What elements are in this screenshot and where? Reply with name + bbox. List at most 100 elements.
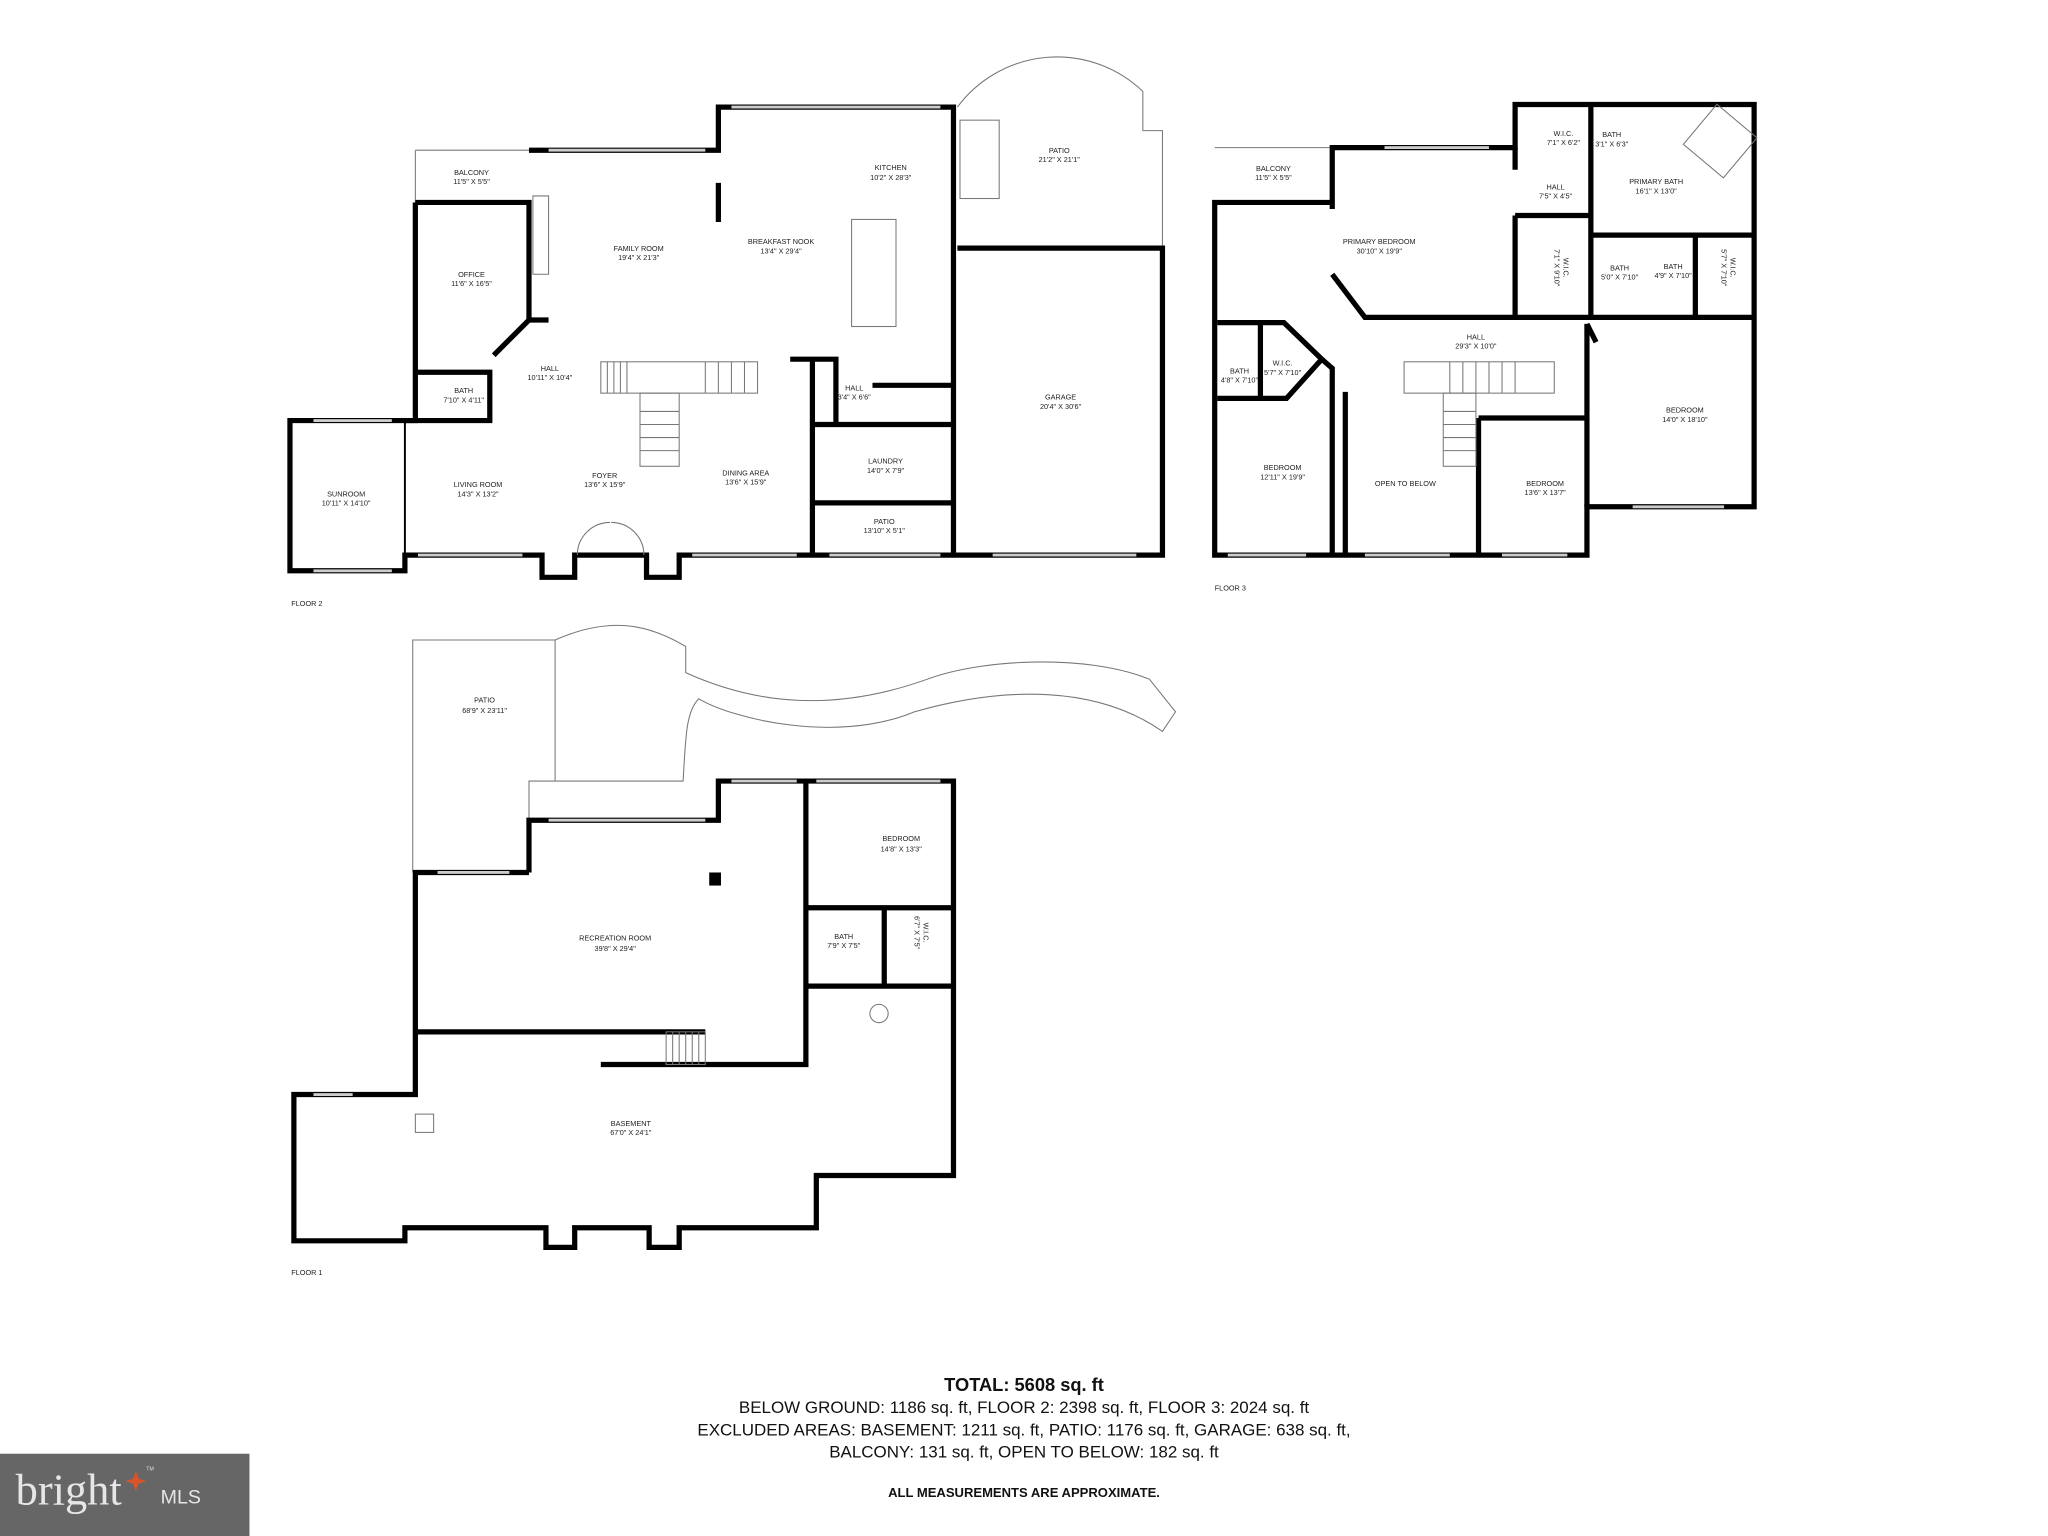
room-name: BATH xyxy=(1602,130,1621,139)
room-name: W.I.C. xyxy=(1729,258,1738,278)
room-dims: 4'8" X 7'10" xyxy=(1221,376,1259,385)
excluded-areas-cont: BALCONY: 131 sq. ft, OPEN TO BELOW: 182 … xyxy=(829,1443,1219,1462)
logo-suffix: MLS xyxy=(161,1486,201,1508)
room-dims: 29'3" X 10'0" xyxy=(1455,342,1497,351)
room-name: BASEMENT xyxy=(611,1119,652,1128)
sump-box xyxy=(414,1113,435,1133)
floor-2-plan xyxy=(287,56,1166,580)
room-dims: 14'3" X 13'2" xyxy=(457,489,499,498)
room-name: SUNROOM xyxy=(327,489,365,498)
room-dims: 11'5" X 5'5" xyxy=(1255,173,1292,182)
room-dims: 5'7" X 7'10" xyxy=(1719,249,1728,287)
room-name: FOYER xyxy=(592,471,617,480)
room-name: BATH xyxy=(454,386,473,395)
room-name: PRIMARY BEDROOM xyxy=(1343,237,1416,246)
patio-walkway xyxy=(412,624,1177,873)
room-name: PRIMARY BATH xyxy=(1629,177,1683,186)
water-heater-icon xyxy=(869,1003,889,1024)
room-name: W.I.C. xyxy=(1273,359,1293,368)
approximate-note: ALL MEASUREMENTS ARE APPROXIMATE. xyxy=(888,1485,1160,1500)
room-name: BATH xyxy=(1664,262,1683,271)
room-dims: 11'5" X 5'5" xyxy=(453,177,490,186)
room-dims: 21'2" X 21'1" xyxy=(1039,155,1081,164)
room-dims: 7'9" X 7'5" xyxy=(827,941,861,950)
room-name: HALL xyxy=(541,364,559,373)
room-name: BEDROOM xyxy=(1264,463,1302,472)
room-dims: 14'8" X 13'3" xyxy=(881,845,923,854)
room-dims: 3'1" X 6'3" xyxy=(1595,139,1629,148)
logo-tm: TM xyxy=(146,1467,154,1473)
bright-mls-logo: bright MLS TM xyxy=(0,1453,250,1536)
room-name: W.I.C. xyxy=(1553,129,1573,138)
room-dims: 11'6" X 16'5" xyxy=(451,279,492,288)
floor-2-labels: BALCONY 11'5" X 5'5" OFFICE 11'6" X 16'5… xyxy=(291,146,1081,608)
room-name: W.I.C. xyxy=(1561,258,1570,278)
patio-outline xyxy=(956,56,1163,249)
room-dims: 13'6" X 15'9" xyxy=(584,480,626,489)
room-name: HALL xyxy=(1467,333,1485,342)
floor-label: FLOOR 2 xyxy=(291,599,322,608)
patio-steps xyxy=(959,119,1000,200)
room-dims: 7'1" X 6'2" xyxy=(1547,138,1581,147)
room-name: LIVING ROOM xyxy=(454,480,503,489)
room-name: GARAGE xyxy=(1045,393,1076,402)
stairs-lower[interactable] xyxy=(639,392,680,467)
room-dims: 3'4" X 6'6" xyxy=(838,393,872,402)
room-name: PATIO xyxy=(874,517,895,526)
stairs[interactable] xyxy=(600,361,759,394)
room-dims: 67'0" X 24'1" xyxy=(610,1128,652,1137)
floor-label: FLOOR 3 xyxy=(1215,583,1246,592)
stairs-lower[interactable] xyxy=(1442,392,1477,467)
room-dims: 14'0" X 7'9" xyxy=(867,466,905,475)
room-name: LAUNDRY xyxy=(868,457,903,466)
room-name: BALCONY xyxy=(1256,164,1291,173)
room-dims: 10'11" X 10'4" xyxy=(527,373,572,382)
bathtub xyxy=(1682,103,1758,179)
room-dims: 16'1" X 13'0" xyxy=(1636,186,1678,195)
room-dims: 30'10" X 19'9" xyxy=(1357,246,1403,255)
stairs[interactable] xyxy=(1403,361,1555,394)
room-dims: 13'4" X 29'4" xyxy=(760,246,802,255)
floor-1-labels: PATIO 68'9" X 23'11" BEDROOM 14'8" X 13'… xyxy=(291,696,930,1277)
floor-3-plan xyxy=(1212,101,1758,558)
room-name: OPEN TO BELOW xyxy=(1375,479,1436,488)
room-dims: 20'4" X 30'6" xyxy=(1040,402,1082,411)
room-name: BATH xyxy=(1230,367,1249,376)
room-dims: 6'7" X 7'5" xyxy=(912,916,921,950)
room-dims: 19'4" X 21'3" xyxy=(618,253,660,262)
room-name: BEDROOM xyxy=(882,834,920,843)
room-name: BATH xyxy=(1610,263,1629,272)
excluded-areas: EXCLUDED AREAS: BASEMENT: 1211 sq. ft, P… xyxy=(697,1420,1350,1439)
floor-label: FLOOR 1 xyxy=(291,1268,322,1277)
room-name: KITCHEN xyxy=(875,163,907,172)
kitchen-island xyxy=(851,218,897,328)
room-name: OFFICE xyxy=(458,270,485,279)
room-dims: 4'9" X 7'10" xyxy=(1655,271,1693,280)
column xyxy=(709,872,721,886)
room-dims: 7'10" X 4'11" xyxy=(443,395,484,404)
room-dims: 39'8" X 29'4" xyxy=(595,944,637,953)
room-dims: 10'2" X 28'3" xyxy=(870,173,912,182)
room-dims: 5'7" X 7'10" xyxy=(1264,368,1302,377)
balcony-outline xyxy=(414,149,529,203)
room-name: BREAKFAST NOOK xyxy=(748,237,814,246)
room-dims: 14'0" X 18'10" xyxy=(1662,415,1708,424)
area-summary: TOTAL: 5608 sq. ft BELOW GROUND: 1186 sq… xyxy=(697,1374,1350,1500)
room-name: RECREATION ROOM xyxy=(579,933,651,942)
room-dims: 10'11" X 14'10" xyxy=(322,498,371,507)
room-dims: 68'9" X 23'11" xyxy=(462,706,507,715)
room-name: W.I.C. xyxy=(921,923,930,943)
star-icon xyxy=(125,1470,147,1492)
room-name: DINING AREA xyxy=(722,468,769,477)
area-breakdown: BELOW GROUND: 1186 sq. ft, FLOOR 2: 2398… xyxy=(739,1398,1310,1417)
room-dims: 7'1" X 9'10" xyxy=(1552,249,1561,287)
room-name: PATIO xyxy=(1049,146,1070,155)
room-name: BEDROOM xyxy=(1526,479,1564,488)
room-name: HALL xyxy=(845,384,863,393)
fireplace xyxy=(532,195,550,275)
room-dims: 13'6" X 15'9" xyxy=(725,478,767,487)
room-name: BATH xyxy=(834,932,853,941)
room-name: BALCONY xyxy=(454,168,489,177)
room-dims: 7'5" X 4'5" xyxy=(1539,192,1573,201)
